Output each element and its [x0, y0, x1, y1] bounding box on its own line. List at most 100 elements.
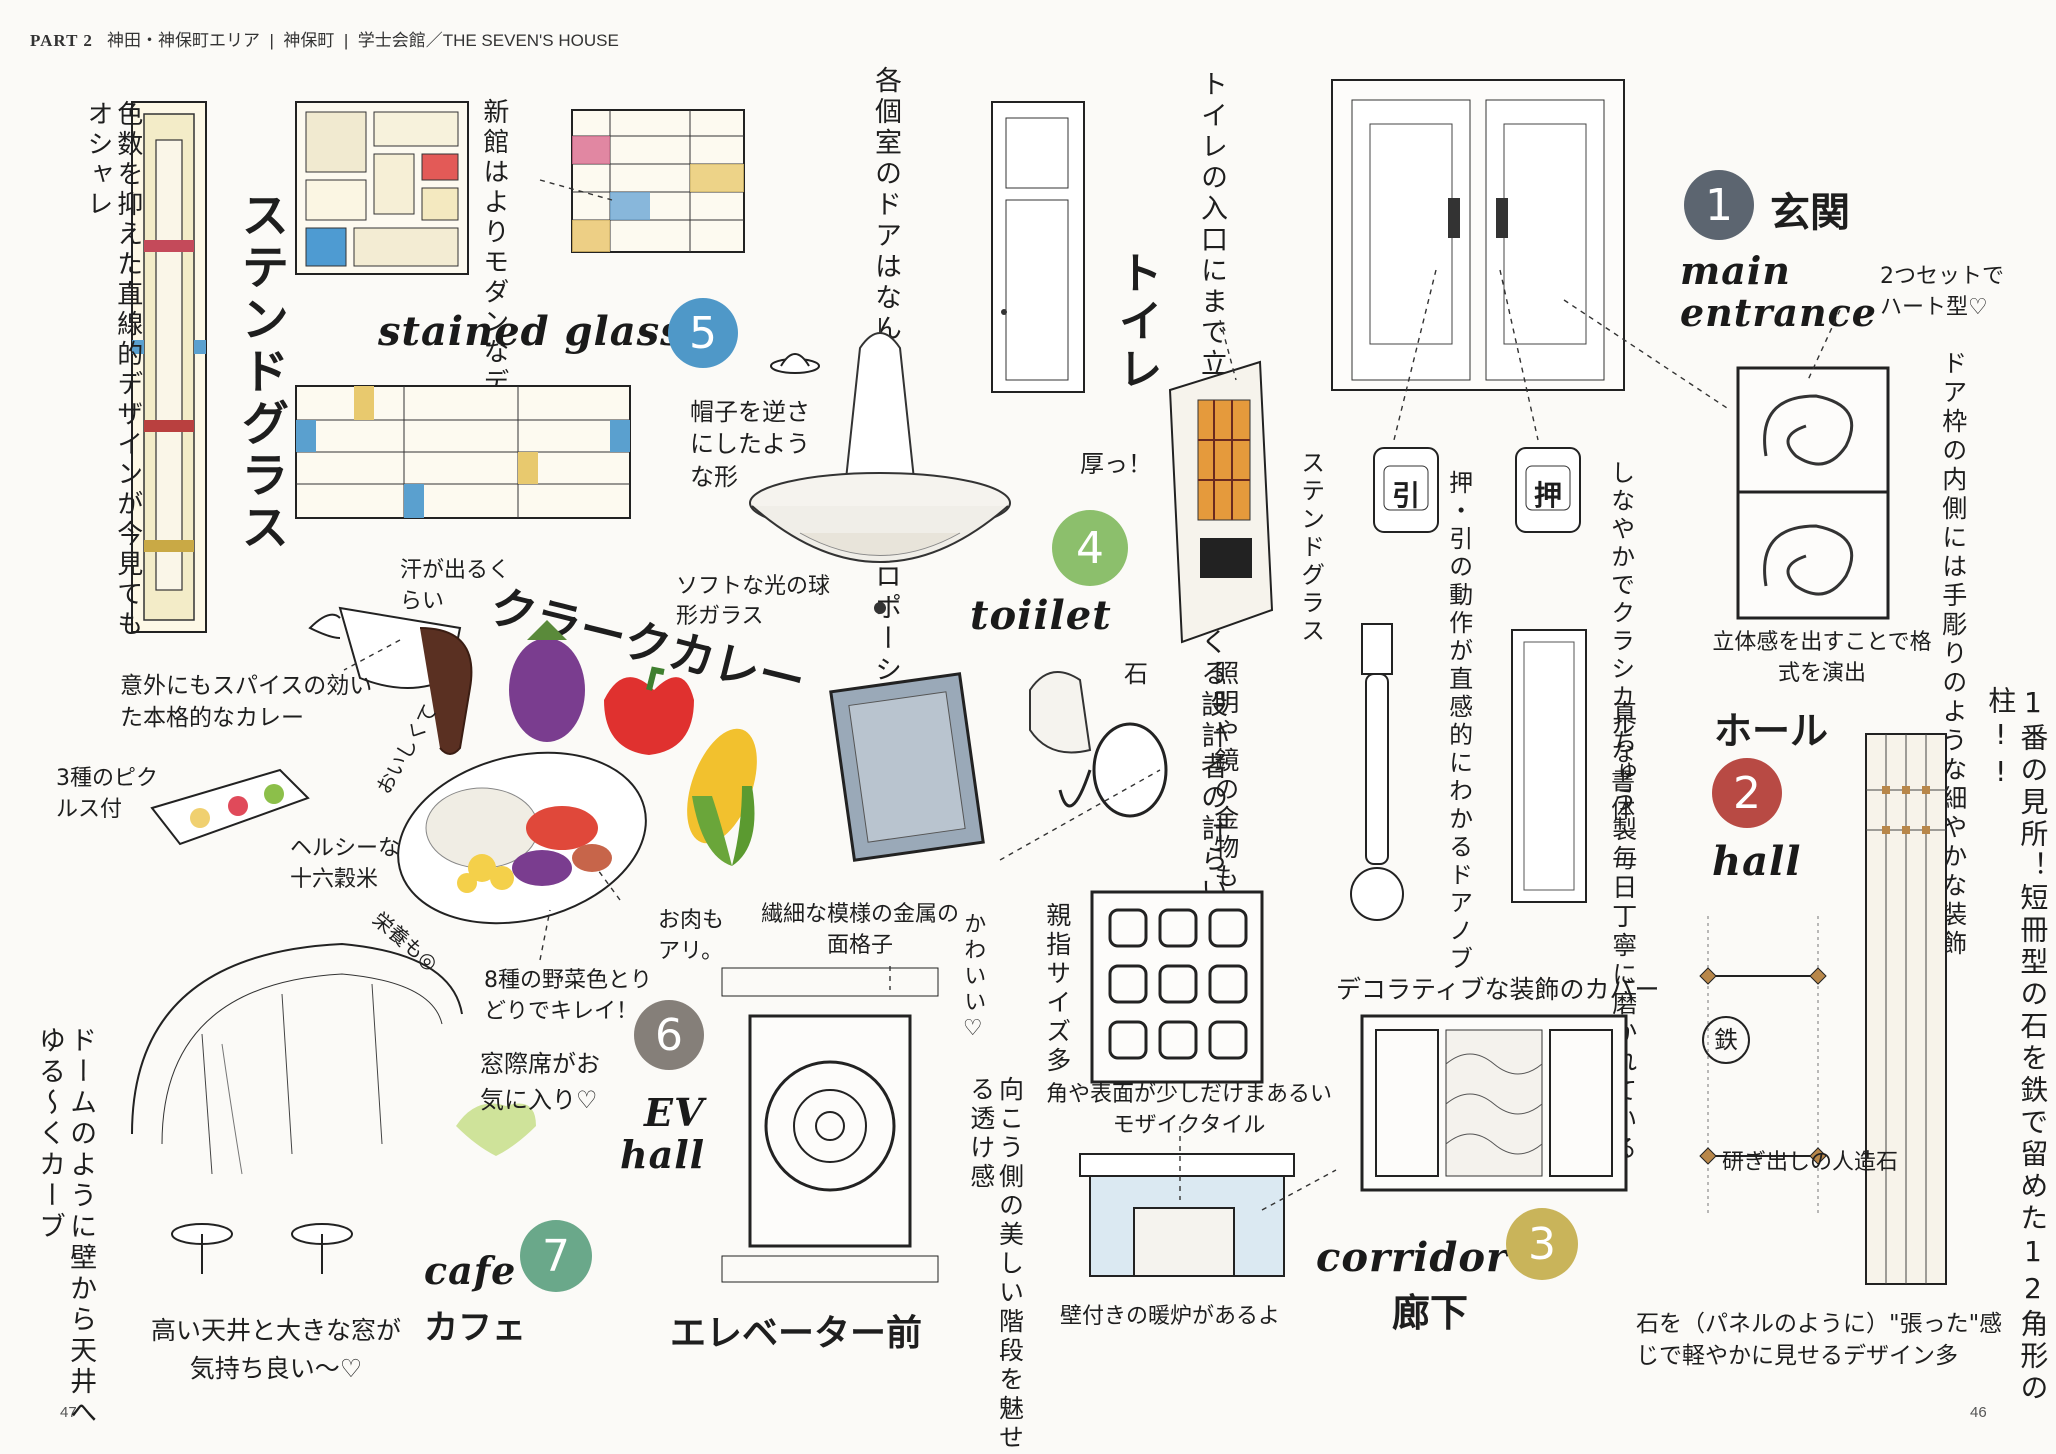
- corn-illustration: [687, 728, 757, 866]
- dome-window-illustration: [131, 942, 463, 1274]
- page-number-left: 47: [60, 1404, 77, 1421]
- handle-font-note: しなやかでクラシカルな書体: [1606, 460, 1635, 824]
- part-label: PART 2: [30, 31, 93, 50]
- veggies-note: 8種の野菜色とりどりでキレイ！: [484, 968, 652, 1024]
- lattice-note: 繊細な模様の金属の面格子: [760, 902, 959, 958]
- tile-round-note: 角や表面が少しだけまあるいモザイクタイル: [1045, 1082, 1332, 1138]
- door-handle-illustration: [1350, 623, 1404, 921]
- section-4-number: 4: [1076, 522, 1104, 574]
- cute-note: かわいい♡: [960, 912, 986, 1045]
- healthy-rice-note: ヘルシーな十六穀米: [290, 836, 401, 892]
- corridor-en-title: corridor: [1316, 1234, 1509, 1281]
- page-number-right: 46: [1970, 1404, 1987, 1421]
- corridor-jp-title: 廊下: [1392, 1291, 1469, 1335]
- stained-glass-en-title: stained glass: [378, 308, 684, 355]
- section-7-badge: 7: [520, 1220, 592, 1292]
- wall-mirror-illustration: [829, 672, 985, 862]
- bell-pepper-illustration: [604, 666, 694, 755]
- section-1-number: 1: [1705, 179, 1733, 231]
- toilet-screen-wall-illustration: [1168, 360, 1274, 644]
- toilet-jp-title: トイレ: [1110, 250, 1162, 394]
- window-seat-note: 窓際席がお気に入り♡: [480, 1050, 600, 1114]
- thumb-note: 親指サイズ多: [1042, 902, 1072, 1076]
- decorative-cover-illustration: [1360, 1014, 1628, 1192]
- stained-glass-wide-illustration: [295, 385, 631, 519]
- push-plate-label: 押: [1534, 479, 1563, 512]
- push-plate-illustration: [1515, 447, 1581, 533]
- section-3-badge: 3: [1506, 1208, 1578, 1280]
- sweat-note: 汗が出るくらい: [400, 558, 511, 614]
- separator: |: [269, 31, 274, 50]
- section-2-number: 2: [1733, 767, 1761, 819]
- section-7-number: 7: [542, 1230, 570, 1282]
- stone-note: 石: [1124, 660, 1148, 688]
- fireplace-note: 壁付きの暖炉があるよ: [1060, 1304, 1281, 1329]
- hall-jp-title: ホール: [1714, 709, 1829, 753]
- stained-glass-square-illustration: [295, 101, 469, 275]
- brass-push-plate-illustration: [1511, 629, 1587, 903]
- fireplace-illustration: [1079, 1153, 1295, 1277]
- ceiling-note: 高い天井と大きな窓が気持ち良い〜♡: [150, 1316, 401, 1383]
- lamp-soft-note: ソフトな光の球形ガラス: [676, 574, 831, 629]
- mirror-hook-illustration: [1029, 671, 1168, 818]
- page-header: PART 2 神田・神保町エリア | 神保町 | 学士会館／THE SEVEN'…: [30, 26, 619, 51]
- hall-en-title: hall: [1712, 838, 1802, 885]
- hat-icon: [770, 353, 820, 374]
- elevator-lattice-illustration: [721, 967, 939, 1283]
- iron-label: 鉄: [1702, 1016, 1750, 1064]
- stained-glass-new-illustration: [571, 109, 745, 253]
- ev-en-title-1: EV: [644, 1090, 705, 1135]
- toilet-en-title: toiilet: [970, 592, 1112, 639]
- lamp-hat-note: 帽子を逆さにしたような形: [690, 398, 810, 491]
- thick-note: 厚っ！: [1080, 450, 1152, 478]
- pendant-lamp-illustration: [749, 318, 1011, 614]
- stone-panel-illustration: [1699, 916, 1827, 1216]
- eggplant-illustration: [509, 620, 585, 742]
- leaf-map-icon: [456, 1103, 536, 1156]
- double-door-illustration: [1331, 79, 1625, 391]
- section-6-badge: 6: [634, 1000, 704, 1070]
- spice-note: 意外にもスパイスの効いた本格的なカレー: [120, 673, 373, 732]
- pull-plate-illustration: [1373, 447, 1439, 533]
- twelve-sided-pillar-illustration: [1865, 733, 1947, 1285]
- curry-plate-illustration: [397, 751, 647, 925]
- entrance-jp-title: 玄関: [1770, 190, 1850, 236]
- heart-note: 2つセットでハート型♡: [1880, 264, 2004, 320]
- artificial-stone-note: 研ぎ出しの人造石: [1722, 1150, 1899, 1175]
- section-4-badge: 4: [1052, 510, 1128, 586]
- separator: |: [343, 31, 349, 50]
- dignity-note: 立体感を出すことで格式を演出: [1712, 630, 1932, 686]
- dome-note: ドームのように壁から天井へゆる〜くカーブ: [34, 1026, 97, 1429]
- stairs-note: 向こう側の美しい階段を魅せる透け感: [966, 1076, 1025, 1453]
- section-2-badge: 2: [1712, 758, 1782, 828]
- cafe-jp-title: カフェ: [424, 1308, 526, 1348]
- venue-label: 学士会館／THE SEVEN'S HOUSE: [357, 31, 619, 50]
- entrance-en-title-2: entrance: [1680, 290, 1877, 335]
- toilet-glass-note: ステンドグラス: [1296, 450, 1325, 646]
- pickles-note: 3種のピクルス付: [56, 766, 158, 822]
- section-6-number: 6: [655, 1009, 683, 1061]
- area-label: 神田・神保町エリア: [107, 31, 261, 50]
- ev-en-title-2: hall: [620, 1132, 706, 1177]
- pillar-note: 1番の見所！短冊型の石を鉄で留めた12角形の柱!!: [1984, 686, 2050, 1405]
- curry-gravy-boat-illustration: [308, 606, 473, 755]
- carved-door-frame-illustration: [1736, 366, 1890, 620]
- cover-note: デコラティブな装飾のカバー: [1336, 975, 1660, 1004]
- pull-plate-label: 引: [1392, 479, 1421, 512]
- mosaic-tile-illustration: [1090, 890, 1264, 1084]
- section-5-badge: 5: [668, 298, 738, 368]
- cafe-en-title: cafe: [424, 1248, 517, 1293]
- town-label: 神保町: [283, 31, 335, 50]
- stained-glass-jp-title: ステンドグラス: [232, 190, 289, 554]
- handle-intuitive-note: 押・引の動作が直感的にわかるドアノブ: [1444, 470, 1473, 974]
- panel-note: 石を（パネルのように）"張った"感じで軽やかに見せるデザイン多: [1636, 1311, 2003, 1370]
- slim-door-illustration: [991, 101, 1085, 393]
- section-5-number: 5: [689, 307, 717, 359]
- ev-jp-title: エレベーター前: [670, 1313, 923, 1354]
- meat-note: お肉もアリ。: [658, 908, 725, 964]
- section-3-number: 3: [1528, 1218, 1556, 1270]
- stained-left-note: 色数を抑えた直線的デザインが今見てもオシャレ: [82, 100, 143, 640]
- stained-glass-tall-illustration: [131, 101, 207, 633]
- pickles-tray-illustration: [150, 768, 310, 846]
